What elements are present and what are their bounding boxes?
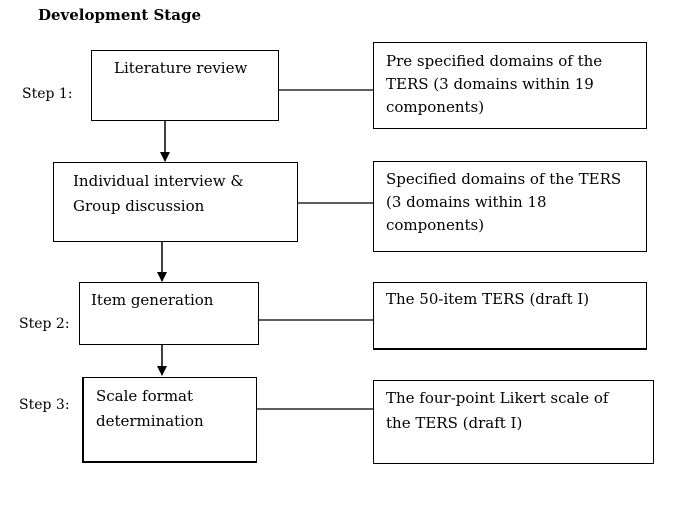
item-generation-label: Item generation (91, 291, 214, 309)
output-2-line3: components) (386, 216, 485, 234)
output-2-line2: (3 domains within 18 (386, 193, 547, 211)
literature-review-box: Literature review (91, 50, 279, 121)
output-3-line1: The 50-item TERS (draft I) (386, 290, 590, 308)
literature-review-label: Literature review (114, 59, 248, 77)
output-1-line2: TERS (3 domains within 19 (386, 75, 594, 93)
output-4-line2: the TERS (draft I) (386, 414, 523, 432)
scale-format-label-line1: Scale format (96, 387, 194, 405)
interview-box: Individual interview & Group discussion (53, 162, 298, 242)
diagram-title: Development Stage (38, 6, 201, 24)
output-box-4: The four-point Likert scale of the TERS … (373, 380, 654, 464)
output-4-line1: The four-point Likert scale of (386, 389, 609, 407)
output-box-1: Pre specified domains of the TERS (3 dom… (373, 42, 647, 129)
output-2-line1: Specified domains of the TERS (386, 170, 622, 188)
scale-format-box: Scale format determination (82, 377, 257, 463)
step-2-label: Step 2: (19, 316, 70, 332)
interview-label-line1: Individual interview & (73, 172, 244, 190)
interview-label-line2: Group discussion (73, 197, 205, 215)
step-3-label: Step 3: (19, 397, 70, 413)
output-box-2: Specified domains of the TERS (3 domains… (373, 161, 647, 252)
step-1-label: Step 1: (22, 86, 73, 102)
output-1-line3: components) (386, 98, 485, 116)
output-box-3: The 50-item TERS (draft I) (373, 282, 647, 350)
scale-format-label-line2: determination (96, 412, 204, 430)
item-generation-box: Item generation (79, 282, 259, 345)
output-1-line1: Pre specified domains of the (386, 52, 603, 70)
